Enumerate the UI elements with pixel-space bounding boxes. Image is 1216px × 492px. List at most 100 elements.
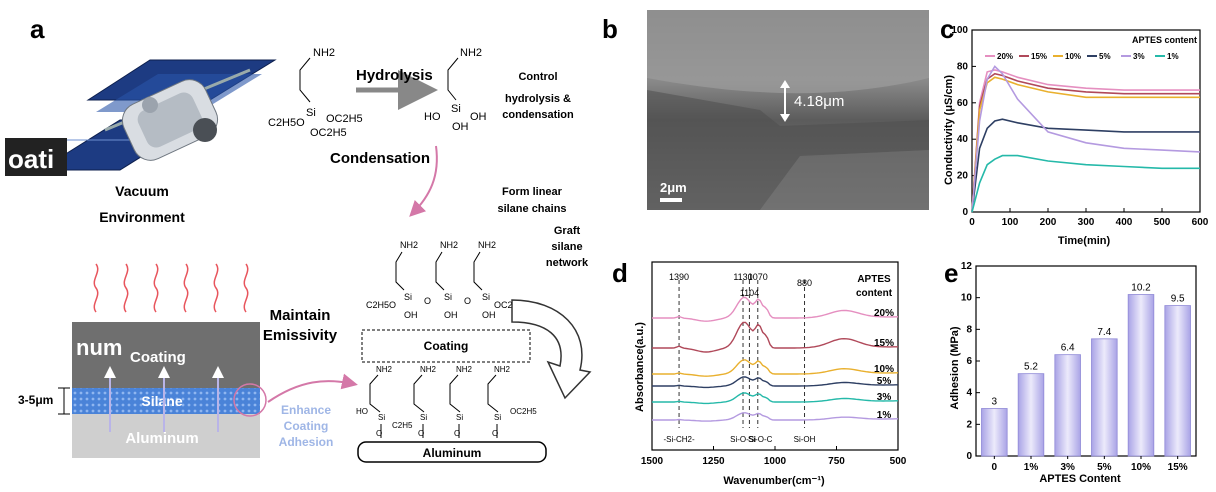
form-label-2: silane chains	[497, 203, 566, 215]
coating-layer-prefix: num	[76, 335, 122, 360]
series-label: 3%	[877, 392, 892, 403]
ho-label: HO	[356, 407, 368, 416]
legend-label: 20%	[997, 52, 1013, 61]
spectrum-5%	[652, 376, 898, 389]
oc2h5-label-1: OC2H5	[326, 113, 363, 125]
graft-label-2: silane	[551, 241, 582, 253]
band-label: Si-O-C	[748, 435, 773, 444]
thickness-label: 4.18μm	[794, 93, 844, 110]
legend-label: 15%	[1031, 52, 1047, 61]
panel-a: a oati Vacuum Environment NH2 Si C2H5O O…	[5, 14, 592, 463]
legend-label: 3%	[1133, 52, 1145, 61]
y-tick-label: 100	[951, 25, 968, 36]
x-tick-label: 0	[992, 462, 998, 473]
series-label: 5%	[877, 376, 892, 387]
x-tick-label: 500	[890, 456, 907, 467]
oh-label: OH	[404, 310, 418, 320]
o-label: O	[454, 429, 460, 438]
si-label: Si	[482, 292, 490, 302]
y-tick-label: 12	[961, 261, 973, 272]
oh-label-2: OH	[452, 121, 469, 133]
y-tick-label: 80	[957, 61, 969, 72]
maintain-label-1: Maintain	[270, 307, 331, 324]
emission-waves	[93, 263, 249, 313]
enhance-label-3: Adhesion	[279, 435, 334, 449]
series-line-10%	[971, 76, 1200, 213]
spectrum-1%	[652, 412, 898, 422]
nh2-label: NH2	[478, 240, 496, 250]
x-tick-label: 1250	[702, 456, 725, 467]
scheme-coating-label: Coating	[424, 339, 469, 353]
graft-label-1: Graft	[554, 225, 581, 237]
bar	[1054, 354, 1081, 457]
nh2-label: NH2	[313, 47, 335, 59]
oh-label: OH	[444, 310, 458, 320]
x-tick-label: 300	[1078, 217, 1095, 228]
aluminum-layer	[72, 414, 260, 458]
x-tick-label: 1000	[764, 456, 787, 467]
oc2h5-label: OC2H5	[494, 300, 524, 310]
bar-value-label: 6.4	[1061, 343, 1075, 354]
nh2-label: NH2	[460, 47, 482, 59]
aptes-molecule: NH2 Si C2H5O OC2H5 OC2H5	[268, 47, 363, 139]
panel-d: d Absorbance(a.u.) Wavenumber(cm⁻¹) APTE…	[612, 258, 907, 487]
si-label: Si	[404, 292, 412, 302]
pink-arrow	[409, 145, 438, 217]
x-tick-label: 1500	[641, 456, 664, 467]
y-tick-label: 2	[966, 419, 972, 430]
control-label-2: hydrolysis &	[505, 93, 571, 105]
o-label: O	[376, 429, 382, 438]
grafted-chains: NH2 NH2 NH2 NH2 Si Si Si Si HO OC2H5 C2H…	[356, 365, 537, 438]
control-label-3: condensation	[502, 109, 574, 121]
x-tick-label: 600	[1192, 217, 1209, 228]
nh2-label: NH2	[440, 240, 458, 250]
silane-layer-label: Silane	[141, 393, 182, 409]
x-tick-label: 5%	[1097, 462, 1112, 473]
legend-label: 10%	[1065, 52, 1081, 61]
si-label: Si	[494, 413, 501, 422]
y-tick-label: 0	[962, 207, 968, 218]
y-axis-label: Adhesion (MPa)	[949, 326, 961, 409]
scheme-aluminum-box	[357, 441, 547, 463]
spectrum-15%	[652, 321, 898, 353]
bar	[1091, 338, 1118, 457]
y-tick-label: 8	[966, 324, 972, 335]
aluminum-layer-label: Aluminum	[125, 430, 198, 447]
series-line-1%	[971, 154, 1200, 213]
si-label: Si	[378, 413, 385, 422]
panel-c: c APTES content Conductivity (μS/cm) Tim…	[940, 14, 1209, 247]
maintain-label-2: Emissivity	[263, 327, 338, 344]
enhance-arrow	[267, 373, 358, 403]
bar	[981, 408, 1008, 457]
y-tick-label: 20	[957, 171, 969, 182]
oh-label: OH	[482, 310, 496, 320]
coating-layer-label: Coating	[130, 349, 186, 366]
x-tick-label: 400	[1116, 217, 1133, 228]
si-label: Si	[451, 103, 461, 115]
peak-label: 1130	[733, 272, 752, 282]
oc2h5-label-2: OC2H5	[310, 127, 347, 139]
peak-label: 1390	[669, 272, 689, 282]
graft-label-3: network	[546, 257, 589, 269]
oc2h5-label: OC2H5	[510, 407, 537, 416]
x-tick-label: 200	[1040, 217, 1057, 228]
peak-label: 1070	[748, 272, 768, 282]
series-label: 1%	[877, 410, 892, 421]
graft-arrow	[511, 299, 592, 400]
x-tick-label: 15%	[1168, 462, 1188, 473]
y-tick-label: 10	[961, 293, 973, 304]
panel-c-letter: c	[940, 14, 954, 44]
x-tick-label: 500	[1154, 217, 1171, 228]
si-label: Si	[456, 413, 463, 422]
y-axis-label: Conductivity (μS/cm)	[943, 75, 955, 185]
form-label-1: Form linear	[502, 186, 563, 198]
series-label: 10%	[874, 364, 894, 375]
bar	[1127, 294, 1155, 457]
legend-title: APTES content	[1132, 35, 1197, 45]
series-line-5%	[971, 118, 1200, 213]
o-label: O	[492, 429, 498, 438]
panel-a-letter: a	[30, 14, 45, 44]
vacuum-label-1: Vacuum	[115, 183, 169, 199]
legend-label: 1%	[1167, 52, 1179, 61]
